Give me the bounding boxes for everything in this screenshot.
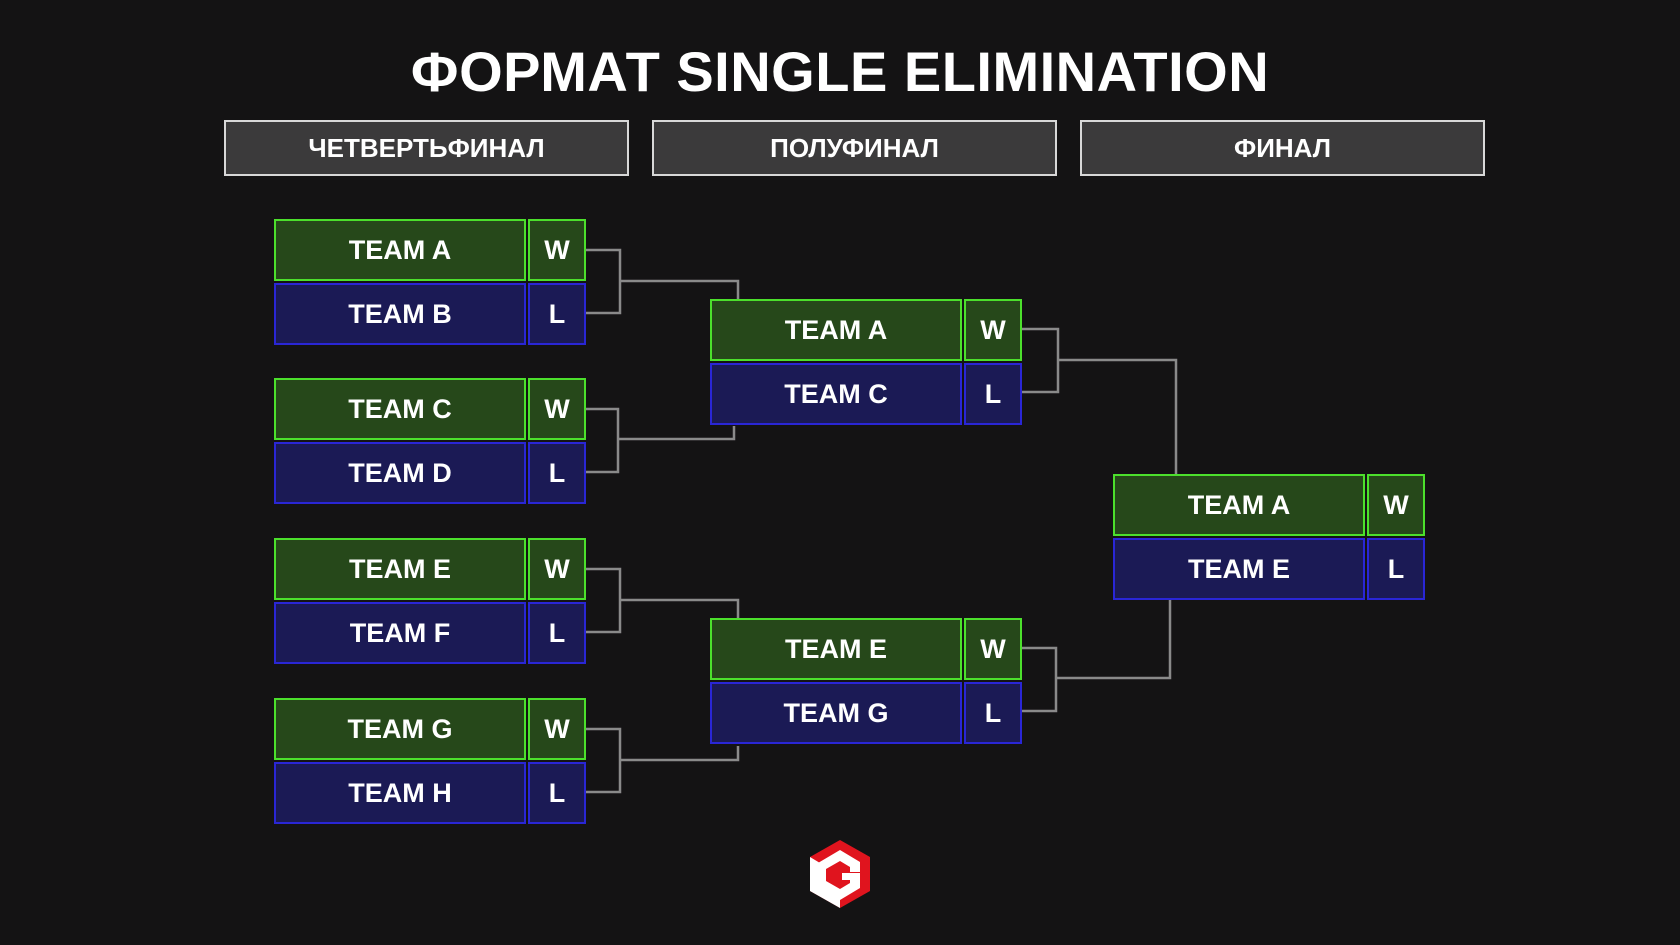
match-slot-loser: TEAM F L (274, 602, 586, 664)
result-badge: L (528, 602, 586, 664)
result-badge: L (528, 762, 586, 824)
connector-qf2-sf1 (586, 407, 736, 474)
round-header-final: ФИНАЛ (1080, 120, 1485, 176)
team-name: TEAM F (274, 602, 526, 664)
team-name: TEAM C (274, 378, 526, 440)
result-badge: W (528, 698, 586, 760)
result-badge: L (528, 283, 586, 345)
match-final: TEAM A W TEAM E L (1113, 474, 1425, 602)
match-qf4: TEAM G W TEAM H L (274, 698, 586, 826)
result-badge: W (528, 378, 586, 440)
match-qf2: TEAM C W TEAM D L (274, 378, 586, 506)
result-badge: W (528, 219, 586, 281)
match-slot-winner: TEAM C W (274, 378, 586, 440)
match-slot-loser: TEAM C L (710, 363, 1022, 425)
result-badge: L (1367, 538, 1425, 600)
team-name: TEAM C (710, 363, 962, 425)
team-name: TEAM H (274, 762, 526, 824)
team-name: TEAM A (710, 299, 962, 361)
team-name: TEAM G (274, 698, 526, 760)
match-slot-loser: TEAM H L (274, 762, 586, 824)
team-name: TEAM A (1113, 474, 1365, 536)
match-slot-loser: TEAM E L (1113, 538, 1425, 600)
match-slot-winner: TEAM A W (1113, 474, 1425, 536)
result-badge: L (964, 363, 1022, 425)
team-name: TEAM D (274, 442, 526, 504)
connector-qf3-sf2 (586, 567, 740, 634)
match-slot-winner: TEAM E W (274, 538, 586, 600)
match-qf1: TEAM A W TEAM B L (274, 219, 586, 347)
connector-sf2-final (1020, 600, 1172, 713)
round-header-semifinal: ПОЛУФИНАЛ (652, 120, 1057, 176)
team-name: TEAM B (274, 283, 526, 345)
result-badge: W (964, 618, 1022, 680)
match-qf3: TEAM E W TEAM F L (274, 538, 586, 666)
result-badge: L (528, 442, 586, 504)
connector-qf4-sf2 (586, 727, 740, 794)
match-slot-loser: TEAM D L (274, 442, 586, 504)
match-sf2: TEAM E W TEAM G L (710, 618, 1022, 746)
result-badge: W (528, 538, 586, 600)
match-slot-winner: TEAM G W (274, 698, 586, 760)
match-sf1: TEAM A W TEAM C L (710, 299, 1022, 427)
brand-logo-icon (810, 840, 870, 908)
match-slot-loser: TEAM G L (710, 682, 1022, 744)
team-name: TEAM E (1113, 538, 1365, 600)
team-name: TEAM G (710, 682, 962, 744)
connector-qf1-sf1 (586, 248, 740, 315)
match-slot-winner: TEAM A W (274, 219, 586, 281)
result-badge: W (1367, 474, 1425, 536)
round-header-quarterfinal: ЧЕТВЕРТЬФИНАЛ (224, 120, 629, 176)
team-name: TEAM E (274, 538, 526, 600)
team-name: TEAM A (274, 219, 526, 281)
page-title: ФОРМАТ SINGLE ELIMINATION (410, 40, 1270, 103)
connector-sf1-final (1022, 327, 1178, 474)
result-badge: W (964, 299, 1022, 361)
match-slot-winner: TEAM A W (710, 299, 1022, 361)
match-slot-winner: TEAM E W (710, 618, 1022, 680)
result-badge: L (964, 682, 1022, 744)
team-name: TEAM E (710, 618, 962, 680)
match-slot-loser: TEAM B L (274, 283, 586, 345)
